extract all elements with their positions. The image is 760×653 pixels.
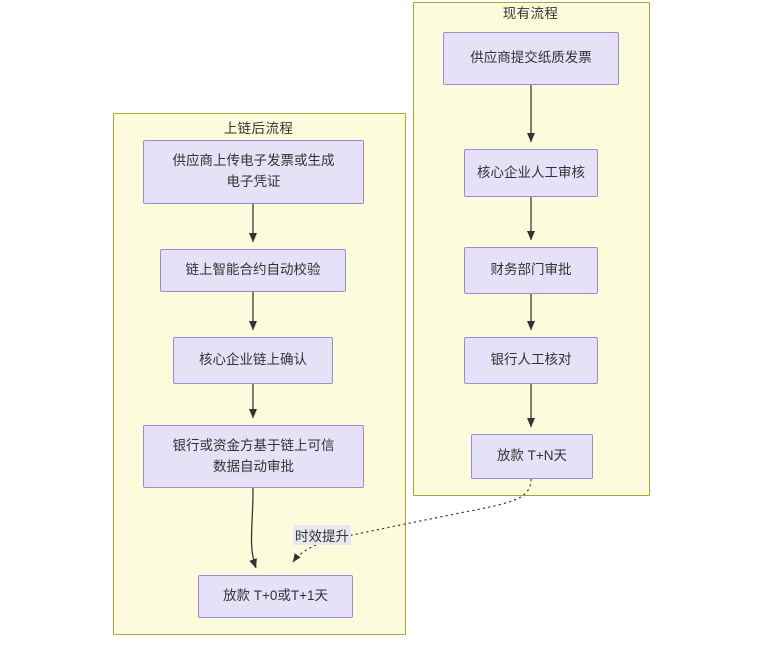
node-core-enterprise-manual-review[interactable]: 核心企业人工审核 xyxy=(464,149,598,197)
node-disbursement-t-plus-n[interactable]: 放款 T+N天 xyxy=(471,434,593,479)
node-label: 放款 T+0或T+1天 xyxy=(222,588,329,604)
node-label: 放款 T+N天 xyxy=(496,448,568,464)
node-label: 核心企业链上确认 xyxy=(199,352,307,368)
node-label: 银行人工核对 xyxy=(490,352,572,368)
node-bank-auto-approval-trusted-data[interactable]: 银行或资金方基于链上可信 数据自动审批 xyxy=(143,425,364,488)
node-bank-manual-verification[interactable]: 银行人工核对 xyxy=(464,337,598,384)
node-label: 银行或资金方基于链上可信 数据自动审批 xyxy=(172,437,335,474)
node-label: 供应商上传电子发票或生成 电子凭证 xyxy=(172,153,335,189)
node-label: 核心企业人工审核 xyxy=(477,164,585,180)
node-disbursement-t-plus-0-or-1[interactable]: 放款 T+0或T+1天 xyxy=(198,575,353,618)
edge-label-efficiency-improvement: 时效提升 xyxy=(293,525,351,545)
node-finance-department-approval[interactable]: 财务部门审批 xyxy=(464,247,598,294)
node-label: 财务部门审批 xyxy=(490,262,572,278)
node-supplier-uploads-einvoice[interactable]: 供应商上传电子发票或生成 电子凭证 xyxy=(143,140,364,204)
node-smart-contract-auto-validation[interactable]: 链上智能合约自动校验 xyxy=(160,249,346,292)
node-core-enterprise-onchain-confirm[interactable]: 核心企业链上确认 xyxy=(173,337,333,384)
node-label: 供应商提交纸质发票 xyxy=(470,50,592,66)
panel-onchain-process-title: 上链后流程 xyxy=(223,121,294,136)
panel-existing-process-title: 现有流程 xyxy=(502,6,559,21)
node-label: 链上智能合约自动校验 xyxy=(185,262,321,278)
node-supplier-submits-paper-invoice[interactable]: 供应商提交纸质发票 xyxy=(443,32,619,85)
